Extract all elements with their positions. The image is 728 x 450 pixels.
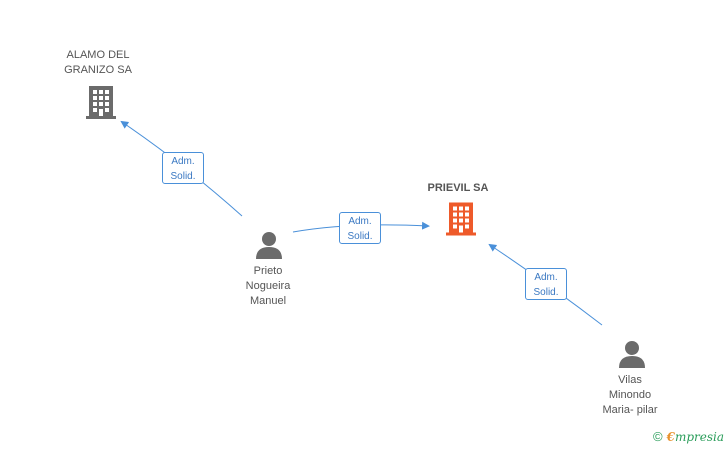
node-label-prievil: PRIEVIL SA — [427, 182, 489, 194]
node-label-prieto: Prieto Nogueira Manuel — [245, 265, 291, 307]
building-icon-main[interactable] — [445, 200, 477, 237]
edge-label-prieto-alamo[interactable]: Adm. Solid. — [162, 152, 204, 184]
node-label-vilas: Vilas Minondo Maria- pilar — [602, 374, 658, 416]
person-icon[interactable] — [254, 230, 284, 260]
brand-e: € — [666, 430, 675, 444]
edge-label-prieto-prievil[interactable]: Adm. Solid. — [339, 212, 381, 244]
brand-logo: ©€mpresia — [653, 429, 724, 444]
building-icon[interactable] — [85, 84, 117, 120]
edge-label-vilas-prievil[interactable]: Adm. Solid. — [525, 268, 567, 300]
copyright-icon: © — [652, 429, 663, 444]
person-icon[interactable] — [617, 339, 647, 369]
brand-name: mpresia — [674, 430, 724, 444]
node-label-alamo: ALAMO DEL GRANIZO SA — [64, 49, 132, 76]
